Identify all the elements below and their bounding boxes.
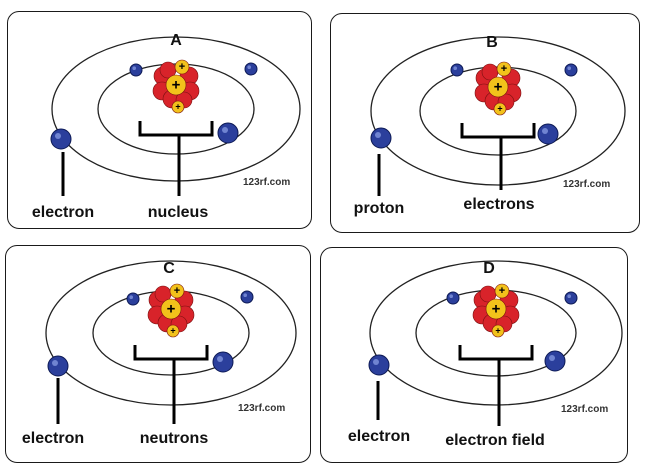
proton	[169, 283, 185, 299]
proton	[485, 298, 507, 320]
electron-highlight	[453, 66, 457, 70]
panel-letter: D	[483, 260, 495, 277]
electron	[446, 291, 460, 305]
electron-highlight	[55, 133, 61, 139]
nucleus-bracket	[460, 123, 536, 139]
proton	[493, 102, 507, 116]
panel-c: + + + C electron neutrons 123rf.com	[5, 245, 311, 463]
electron	[126, 292, 140, 306]
watermark: 123rf.com	[238, 403, 286, 414]
electron-highlight	[373, 359, 379, 365]
electron	[564, 63, 578, 77]
watermark: 123rf.com	[563, 179, 611, 190]
plus-sign: +	[179, 61, 185, 73]
electron	[450, 63, 464, 77]
electron	[50, 128, 72, 150]
plus-sign: +	[167, 301, 176, 318]
electron	[370, 127, 392, 149]
proton	[166, 324, 180, 338]
left-label: electron	[31, 204, 95, 221]
right-label: nucleus	[147, 204, 209, 221]
plus-sign: +	[170, 326, 175, 336]
nucleus-bracket	[458, 345, 534, 361]
electron	[240, 290, 254, 304]
electron	[564, 291, 578, 305]
electron-highlight	[375, 132, 381, 138]
left-label: proton	[353, 200, 405, 217]
plus-sign: +	[501, 63, 507, 75]
electron-highlight	[567, 66, 571, 70]
electron-highlight	[247, 65, 251, 69]
plus-sign: +	[174, 285, 180, 297]
plus-sign: +	[175, 102, 180, 112]
right-label: electrons	[463, 196, 535, 213]
plus-sign: +	[494, 79, 503, 96]
electron-highlight	[129, 295, 133, 299]
plus-sign: +	[492, 301, 501, 318]
electron-highlight	[549, 355, 555, 361]
proton	[494, 283, 510, 299]
nucleus-bracket	[138, 121, 214, 137]
electron-highlight	[567, 294, 571, 298]
watermark: 123rf.com	[561, 404, 609, 415]
panel-letter: B	[486, 34, 498, 51]
outer-orbit	[369, 260, 623, 406]
atom-diagram: + + +	[50, 36, 301, 196]
proton	[165, 74, 187, 96]
atom-diagram: + + +	[45, 260, 297, 424]
proton	[491, 324, 505, 338]
plus-sign: +	[495, 326, 500, 336]
electron	[47, 355, 69, 377]
electron-highlight	[132, 66, 136, 70]
electron-highlight	[217, 356, 223, 362]
panel-letter: A	[170, 32, 182, 49]
panel-d: + + + D electron electron field 123rf.com	[320, 247, 628, 463]
electron	[368, 354, 390, 376]
atom-diagram: + + +	[370, 36, 626, 196]
watermark: 123rf.com	[243, 177, 291, 188]
electron-highlight	[542, 128, 548, 134]
outer-orbit	[51, 36, 301, 182]
outer-orbit	[45, 260, 297, 406]
electron	[212, 351, 234, 373]
electron-highlight	[243, 293, 247, 297]
outer-orbit	[370, 36, 626, 186]
proton	[174, 59, 190, 75]
electron	[244, 62, 258, 76]
electron	[537, 123, 559, 145]
proton	[487, 76, 509, 98]
plus-sign: +	[499, 285, 505, 297]
atom-diagram: + + +	[368, 260, 623, 426]
proton	[496, 61, 512, 77]
electron-highlight	[222, 127, 228, 133]
right-label: neutrons	[139, 430, 209, 447]
electron	[129, 63, 143, 77]
proton	[160, 298, 182, 320]
plus-sign: +	[497, 104, 502, 114]
electron-highlight	[52, 360, 58, 366]
panel-letter: C	[163, 260, 175, 277]
plus-sign: +	[172, 77, 181, 94]
electron-highlight	[449, 294, 453, 298]
left-label: electron	[21, 430, 85, 447]
nucleus-bracket	[133, 345, 209, 361]
panel-b: + + + B proton electrons 123rf.com	[330, 13, 640, 233]
electron	[544, 350, 566, 372]
proton	[171, 100, 185, 114]
electron	[217, 122, 239, 144]
right-label: electron field	[445, 432, 545, 449]
left-label: electron	[347, 428, 411, 445]
panel-a: + + + A electron nucleus 123rf.com	[7, 11, 312, 229]
